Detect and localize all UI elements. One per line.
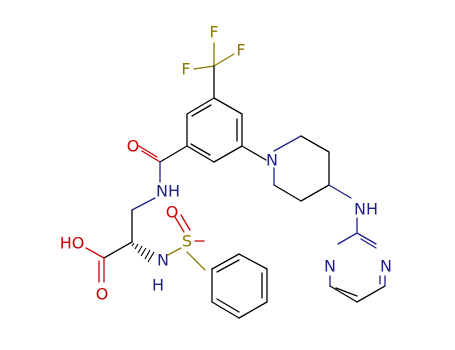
- bond-piperidine-to-nh: [328, 184, 352, 199]
- ring-double-bond: [216, 259, 240, 273]
- ring-bond: [211, 253, 240, 270]
- trifluoromethyl-group: [193, 42, 235, 99]
- atom-label-oxygen: O: [96, 285, 109, 304]
- ring-bond: [213, 145, 243, 163]
- amide-group: [131, 145, 188, 211]
- ring-bond: [211, 301, 240, 319]
- atom-label-fluorine: F: [181, 60, 190, 79]
- ring-double-bond: [335, 287, 358, 297]
- hashed-wedge-bond: [131, 242, 155, 263]
- atom-label-fluorine: F: [209, 23, 218, 42]
- ring-bond: [186, 145, 215, 163]
- bond-cf-left: [193, 65, 215, 70]
- ring-bond: [273, 184, 302, 202]
- piperidine-ring: [273, 135, 352, 202]
- atom-label-sulfur: S: [182, 232, 192, 251]
- ring-bond: [356, 232, 377, 245]
- bond-s-o-double-2: [180, 214, 191, 231]
- bond-cf-right: [213, 53, 235, 67]
- atom-label-sulfonamide-hydrogen: H: [152, 276, 164, 295]
- ring-bond: [329, 285, 358, 303]
- bond-ring-to-carbonyl: [159, 145, 188, 163]
- atom-label-piperidine-nitrogen: N: [266, 151, 278, 170]
- atom-label-sulfonamide-nitrogen: N: [157, 251, 169, 270]
- ring-bond: [213, 97, 243, 115]
- ring-bond: [238, 301, 268, 319]
- ring-double-bond: [190, 143, 211, 156]
- amino-acid-backbone: [85, 209, 155, 283]
- bond-carbonyl-double: [141, 150, 161, 163]
- ring-double-bond: [360, 238, 377, 249]
- ring-double-bond: [216, 298, 240, 313]
- atom-label-pyrimidine-nitrogen: N: [324, 257, 336, 276]
- bond-n-to-s: [167, 247, 182, 256]
- pyrimidine-ring: [329, 217, 386, 303]
- bond-s-o-double: [174, 216, 185, 233]
- ring-bond: [300, 184, 330, 202]
- sulfonyl-group: [167, 214, 206, 271]
- bond-cooh-to-oh: [85, 247, 105, 259]
- atom-label-oxygen: O: [127, 137, 140, 156]
- ring-bond: [273, 135, 302, 152]
- phenyl-ring: [211, 253, 268, 319]
- ring-bond: [238, 253, 268, 270]
- ring-double-bond: [191, 104, 212, 117]
- bond-carbonyl-double-2: [138, 145, 158, 158]
- bond-calpha-to-cooh: [103, 241, 133, 259]
- central-benzene-ring: [186, 97, 243, 163]
- ring-bond: [337, 232, 358, 245]
- atom-label-oxygen: O: [166, 203, 179, 222]
- bond-ring-to-piperidine: [241, 145, 267, 161]
- atom-label-fluorine: F: [236, 41, 245, 60]
- atom-label-amide-nh: NH: [156, 182, 180, 201]
- ring-bond: [186, 97, 215, 115]
- atom-labels: F F F O NH N NH N N HO O N H S O: [60, 23, 392, 304]
- bond-s-to-phenyl: [186, 251, 206, 271]
- bond-nh-to-ch2: [131, 197, 156, 211]
- atom-label-amino-nh: NH: [354, 200, 378, 219]
- ring-bond: [300, 135, 330, 153]
- atom-label-hydroxyl: HO: [60, 234, 85, 253]
- ring-bond: [356, 285, 386, 303]
- atom-label-pyrimidine-nitrogen: N: [380, 257, 392, 276]
